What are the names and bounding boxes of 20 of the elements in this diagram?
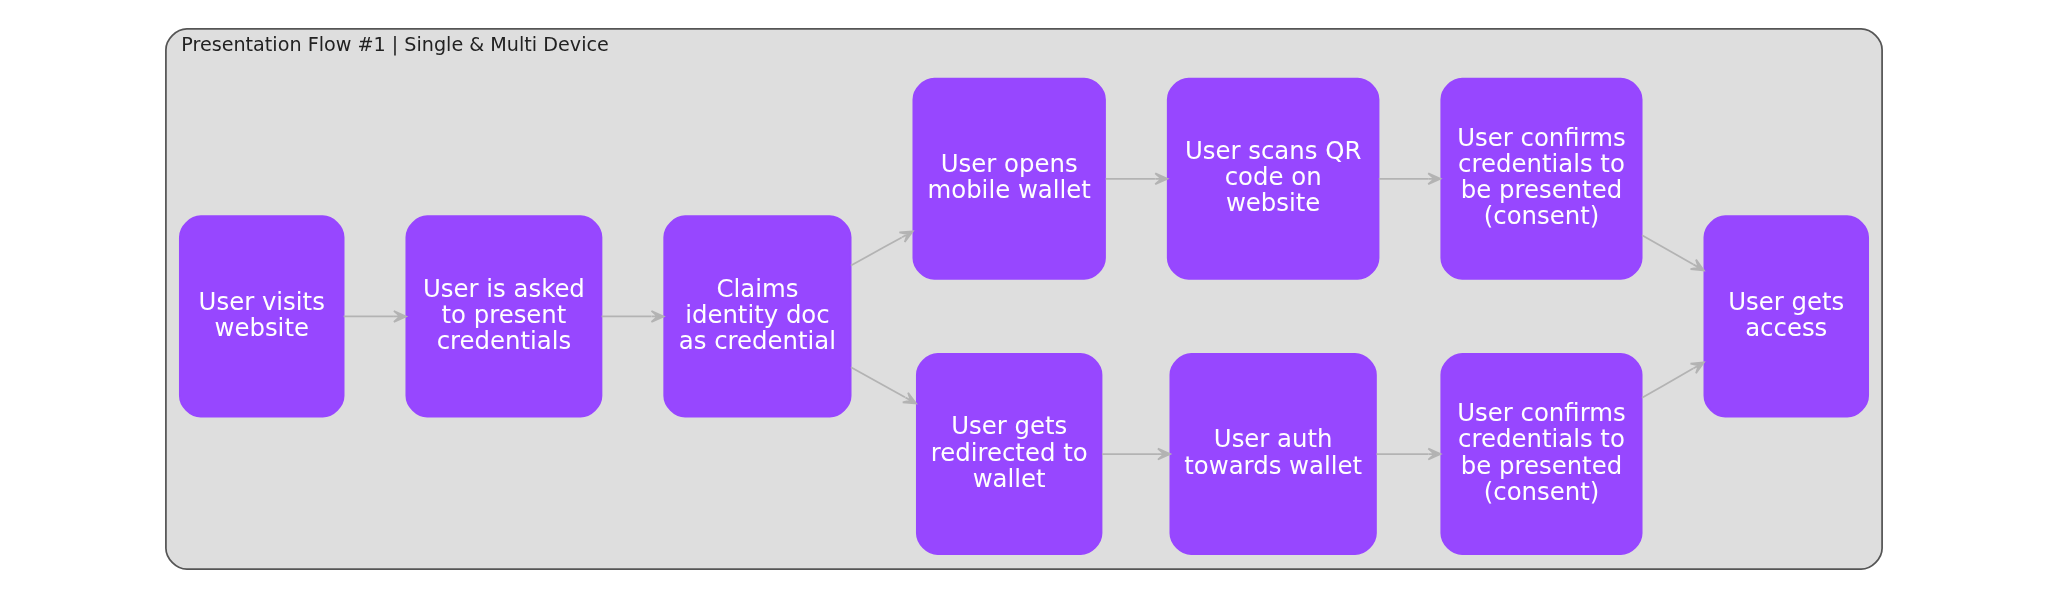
arrow bbox=[342, 310, 407, 323]
arrow bbox=[1641, 361, 1705, 399]
node-box: User visits website bbox=[179, 215, 345, 418]
node-box: User gets redirected to wallet bbox=[916, 353, 1103, 556]
arrow bbox=[1101, 447, 1171, 461]
node-box: Claims identity doc as credential bbox=[663, 215, 852, 418]
node-box: User confirms credentials to be presented (consent) bbox=[1440, 77, 1643, 280]
arrow bbox=[850, 366, 917, 405]
node-box: User opens mobile wallet bbox=[912, 77, 1106, 280]
arrow bbox=[1377, 172, 1442, 186]
arrow bbox=[1375, 447, 1442, 461]
node-box: User scans QR code on website bbox=[1166, 77, 1380, 280]
arrow bbox=[1641, 234, 1705, 272]
arrow bbox=[850, 230, 914, 267]
node-box: User auth towards wallet bbox=[1169, 353, 1377, 556]
arrow bbox=[1104, 172, 1169, 186]
node-box: User gets access bbox=[1703, 215, 1869, 418]
node-box: User is asked to present credentials bbox=[405, 215, 603, 418]
arrow bbox=[600, 310, 665, 323]
node-box: User confirms credentials to be presented (consent) bbox=[1440, 353, 1643, 556]
